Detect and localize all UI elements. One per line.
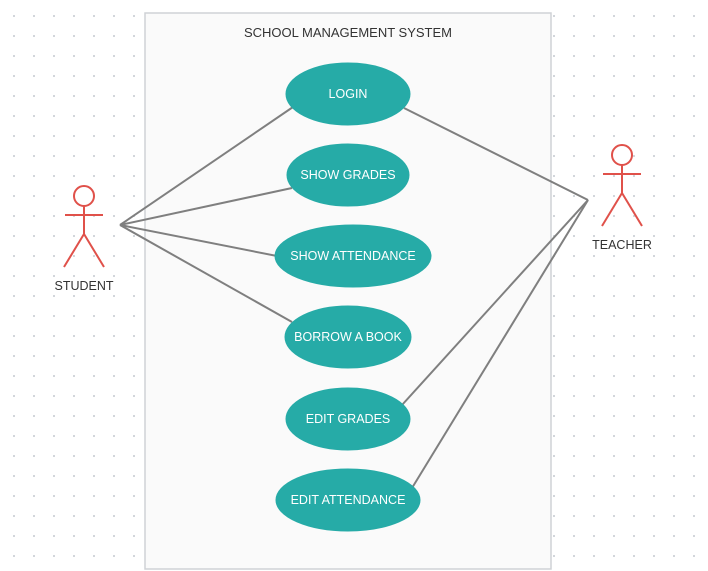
use-case-borrow-book[interactable]: BORROW A BOOK [284,305,412,369]
association-student-show-grades [119,187,293,226]
association-teacher-edit-grades [401,199,589,406]
use-case-show-attendance[interactable]: SHOW ATTENDANCE [274,224,432,288]
use-case-edit-attendance[interactable]: EDIT ATTENDANCE [275,468,421,532]
actor-teacher-label: TEACHER [592,238,652,252]
use-case-edit-grades-shape[interactable] [285,387,411,451]
actor-student-label: STUDENT [54,279,113,293]
use-case-edit-attendance-shape[interactable] [275,468,421,532]
use-case-login-label: LOGIN [329,87,368,101]
use-case-borrow-book-shape[interactable] [284,305,412,369]
use-case-show-attendance-label: SHOW ATTENDANCE [290,249,415,263]
use-case-borrow-book-label: BORROW A BOOK [294,330,402,344]
use-case-edit-grades-label: EDIT GRADES [306,412,391,426]
use-case-show-grades-shape[interactable] [286,143,410,207]
use-case-show-grades[interactable]: SHOW GRADES [286,143,410,207]
teacher-right-leg [621,192,643,227]
use-case-edit-grades[interactable]: EDIT GRADES [285,387,411,451]
teacher-left-leg [601,192,623,227]
use-case-login[interactable]: LOGIN [285,62,411,126]
use-case-show-grades-label: SHOW GRADES [300,168,395,182]
association-student-borrow-book [119,224,293,323]
use-case-edit-attendance-label: EDIT ATTENDANCE [291,493,406,507]
teacher-head-icon [611,144,633,166]
associations [119,106,589,489]
system-title: SCHOOL MANAGEMENT SYSTEM [244,25,452,40]
association-student-show-attendance [119,224,278,257]
student-left-leg [63,233,85,268]
actor-teacher[interactable]: TEACHER [592,144,652,252]
student-right-leg [83,233,105,268]
association-teacher-edit-attendance [411,199,589,489]
actor-student[interactable]: STUDENT [54,185,114,293]
association-teacher-login [403,107,589,201]
student-head-icon [73,185,95,207]
use-case-show-attendance-shape[interactable] [274,224,432,288]
association-student-login [119,106,294,226]
use-case-login-shape[interactable] [285,62,411,126]
